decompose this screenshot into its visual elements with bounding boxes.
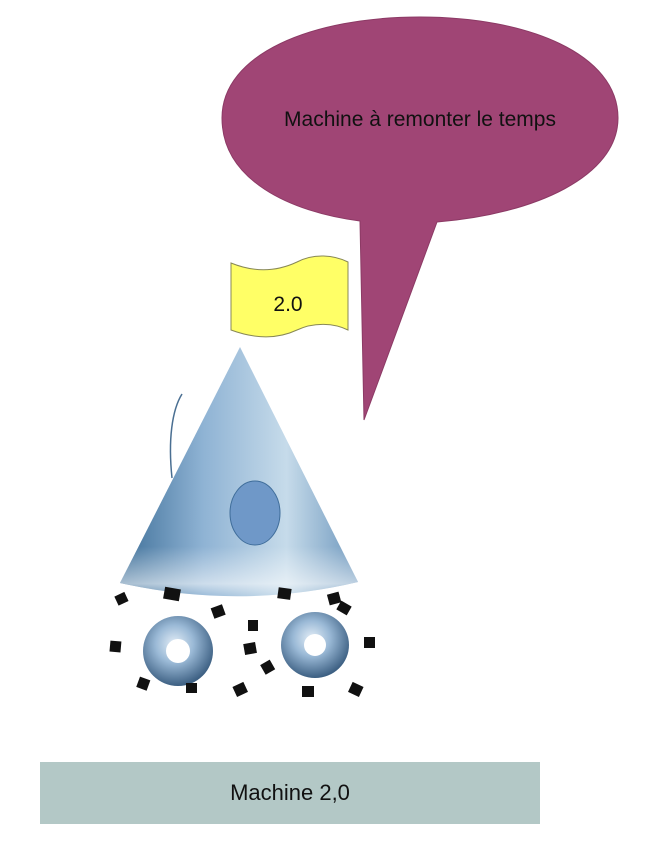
wheel-right (281, 612, 349, 678)
cone-shine (120, 347, 358, 597)
cone-window (229, 480, 281, 546)
antenna-wire (169, 393, 183, 479)
wheel-left (143, 616, 213, 686)
speech-bubble-text: Machine à remonter le temps (284, 108, 556, 131)
flag (230, 255, 349, 338)
flag-label: 2.0 (273, 293, 303, 316)
debris (109, 586, 375, 697)
caption-text: Machine 2,0 (230, 780, 350, 805)
speech-bubble (221, 16, 619, 421)
caption-box: Machine 2,0 (40, 762, 540, 824)
